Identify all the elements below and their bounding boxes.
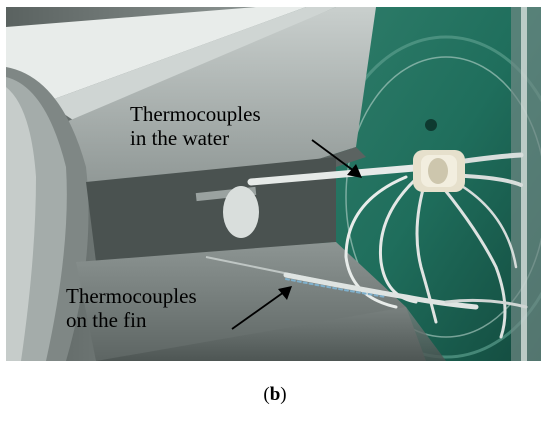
annotation-water-line2: in the water bbox=[130, 126, 230, 150]
annotation-water-line1: Thermocouples bbox=[130, 102, 261, 126]
caption-open: ( bbox=[263, 384, 270, 405]
caption-letter: b bbox=[269, 384, 281, 405]
annotation-arrows bbox=[231, 139, 362, 330]
annotation-fin-line1: Thermocouples bbox=[66, 284, 197, 308]
caption-close: ) bbox=[280, 384, 287, 405]
experiment-photo bbox=[6, 7, 541, 361]
figure-caption: (b) bbox=[0, 384, 550, 406]
upper-fin bbox=[66, 7, 376, 192]
cable-connector bbox=[413, 150, 465, 192]
annotation-fin-line2: on the fin bbox=[66, 308, 147, 332]
thermocouple-cables bbox=[247, 152, 528, 339]
frame-bar-top bbox=[6, 7, 306, 102]
annotation-water: Thermocouples in the water bbox=[130, 102, 261, 150]
annotation-fin: Thermocouples on the fin bbox=[66, 284, 197, 332]
